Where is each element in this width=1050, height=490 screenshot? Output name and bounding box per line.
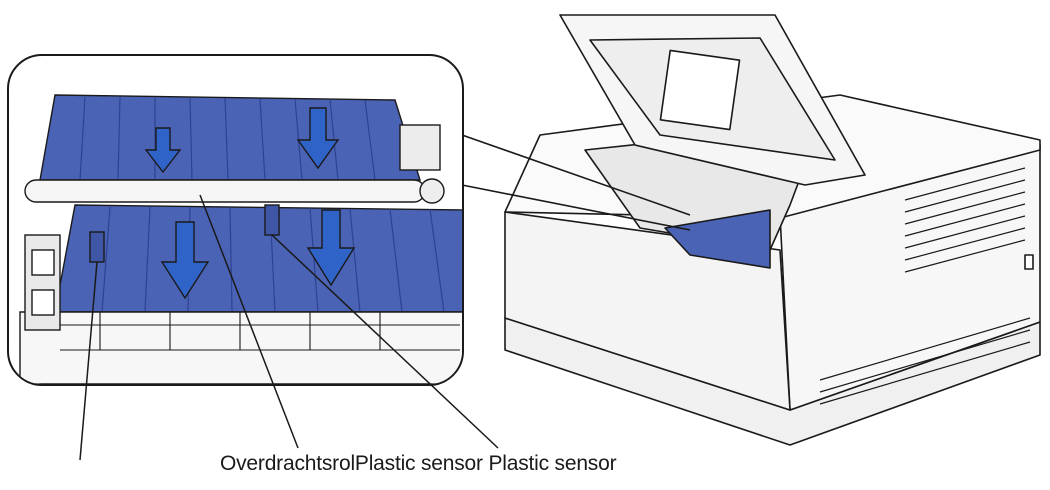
- down-arrow-icon: [306, 209, 356, 287]
- right-bracket: [399, 124, 441, 171]
- zoom-connector: [461, 134, 691, 231]
- detail-inset: [7, 54, 464, 386]
- printer-paper: [664, 209, 771, 269]
- inset-bottom-frame: [19, 311, 462, 384]
- left-bracket-detail: [31, 289, 55, 316]
- side-vents: [904, 167, 1026, 273]
- bottom-vents: [819, 317, 1031, 405]
- roller-gear: [419, 178, 445, 204]
- left-bracket: [24, 234, 61, 331]
- leader-line-sensor-left: [79, 261, 98, 461]
- cover-plate: [659, 49, 741, 131]
- plastic-sensor-right: [264, 204, 280, 236]
- transfer-roller: [24, 179, 426, 203]
- printer-illustration: [504, 14, 1041, 446]
- down-arrow-icon: [160, 221, 210, 300]
- down-arrow-icon: [144, 127, 182, 174]
- figure-caption: OverdrachtsrolPlastic sensor Plastic sen…: [220, 452, 617, 475]
- leader-line-sensor-right: [271, 234, 499, 449]
- lower-paper: [54, 204, 462, 313]
- left-bracket-detail: [31, 249, 55, 276]
- upper-paper: [39, 94, 421, 181]
- down-arrow-icon: [296, 107, 340, 170]
- plastic-sensor-left: [89, 231, 105, 263]
- arrows: [144, 107, 356, 300]
- side-switch: [1024, 254, 1034, 270]
- leader-lines: [79, 194, 499, 461]
- leader-line-roller: [199, 194, 299, 449]
